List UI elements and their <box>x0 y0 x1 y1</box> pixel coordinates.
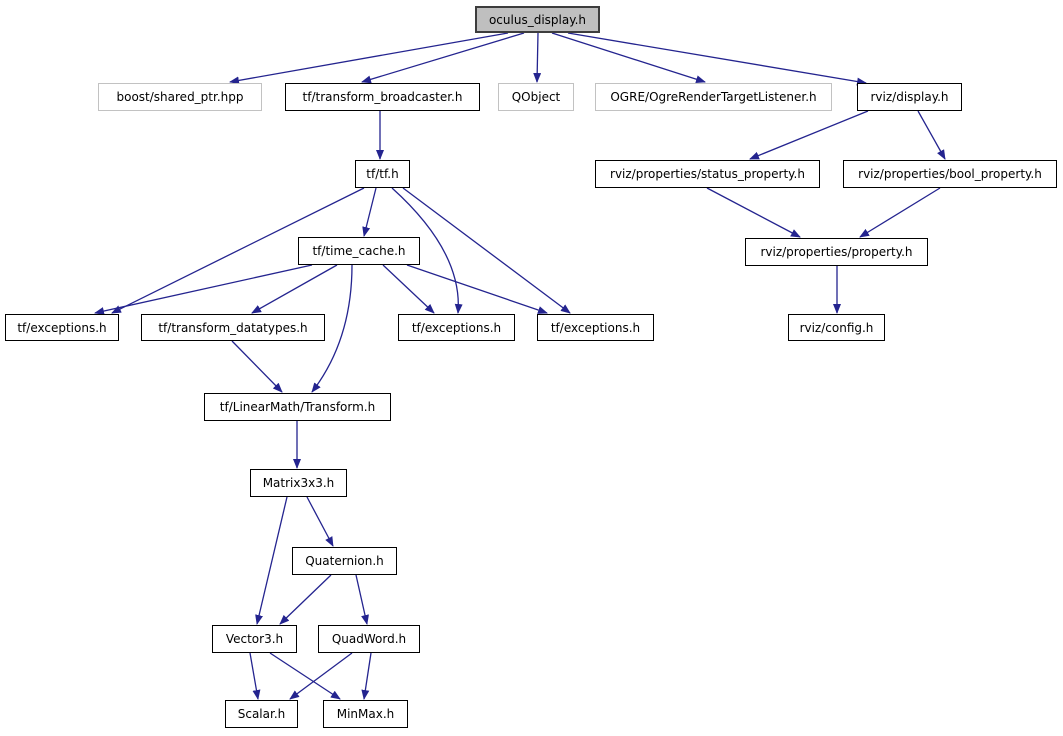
edge-tf_tf-to-tf_exceptions_3 <box>402 187 571 314</box>
edge-tf_tf-to-tf_time_cache <box>362 187 377 237</box>
node-label: tf/LinearMath/Transform.h <box>219 400 376 414</box>
node-tf_tf[interactable]: tf/tf.h <box>355 160 410 188</box>
node-label: rviz/display.h <box>870 90 949 104</box>
node-label: Quaternion.h <box>305 554 384 568</box>
edge-quadword-to-scalar <box>289 652 353 700</box>
edge-quaternion-to-quadword <box>355 574 369 625</box>
node-ogre_rendertargetlistener: OGRE/OgreRenderTargetListener.h <box>595 83 832 111</box>
node-label: QuadWord.h <box>331 632 407 646</box>
edge-vector3-to-minmax <box>269 652 341 700</box>
node-label: tf/time_cache.h <box>312 244 406 258</box>
edge-matrix3x3-to-quaternion <box>306 496 334 547</box>
node-qobject: QObject <box>498 83 574 111</box>
node-scalar[interactable]: Scalar.h <box>225 700 298 728</box>
node-minmax[interactable]: MinMax.h <box>323 700 408 728</box>
node-boost_shared_ptr: boost/shared_ptr.hpp <box>98 83 262 111</box>
node-label: Vector3.h <box>225 632 284 646</box>
edge-vector3-to-scalar <box>249 652 261 700</box>
node-vector3[interactable]: Vector3.h <box>212 625 297 653</box>
edge-tf_time_cache-to-tf_transform_datatypes <box>251 264 338 314</box>
edge-tf_time_cache-to-tf_linearmath_transform <box>311 264 353 393</box>
node-label: Matrix3x3.h <box>262 476 335 490</box>
edge-rviz_status_property-to-rviz_property <box>706 187 801 238</box>
node-label: boost/shared_ptr.hpp <box>116 90 244 104</box>
edge-oculus_display-to-ogre_rendertargetlistener <box>551 32 706 84</box>
node-label: rviz/properties/bool_property.h <box>858 167 1042 181</box>
node-label: tf/exceptions.h <box>550 320 641 335</box>
edge-oculus_display-to-qobject <box>533 32 542 83</box>
edge-matrix3x3-to-vector3 <box>255 496 288 625</box>
node-tf_transform_broadcaster[interactable]: tf/transform_broadcaster.h <box>285 83 480 111</box>
node-oculus_display: oculus_display.h <box>475 6 600 33</box>
edge-tf_time_cache-to-tf_exceptions_2 <box>382 264 435 314</box>
edge-tf_time_cache-to-tf_exceptions_1 <box>94 264 313 315</box>
node-label: rviz/properties/status_property.h <box>610 167 805 181</box>
node-rviz_display[interactable]: rviz/display.h <box>857 83 962 111</box>
edge-oculus_display-to-rviz_display <box>567 32 867 86</box>
edge-rviz_bool_property-to-rviz_property <box>859 187 941 238</box>
edge-rviz_display-to-rviz_bool_property <box>917 110 946 160</box>
edge-oculus_display-to-boost_shared_ptr <box>229 32 509 85</box>
node-label: tf/transform_broadcaster.h <box>302 90 463 104</box>
edge-tf_tf-to-tf_exceptions_1 <box>111 187 365 314</box>
node-tf_exceptions_2[interactable]: tf/exceptions.h <box>398 314 515 341</box>
node-tf_exceptions_1[interactable]: tf/exceptions.h <box>5 314 119 341</box>
node-label: tf/tf.h <box>366 167 399 181</box>
node-tf_exceptions_3[interactable]: tf/exceptions.h <box>537 314 654 341</box>
edge-tf_transform_datatypes-to-tf_linearmath_transform <box>231 340 283 393</box>
edge-rviz_display-to-rviz_status_property <box>749 110 869 160</box>
edge-tf_tf-to-tf_exceptions_2 <box>391 187 463 314</box>
node-quaternion[interactable]: Quaternion.h <box>292 547 397 575</box>
node-rviz_status_property[interactable]: rviz/properties/status_property.h <box>595 160 820 188</box>
edge-quaternion-to-vector3 <box>279 574 332 625</box>
node-rviz_bool_property[interactable]: rviz/properties/bool_property.h <box>843 160 1057 188</box>
node-quadword[interactable]: QuadWord.h <box>318 625 420 653</box>
node-tf_time_cache[interactable]: tf/time_cache.h <box>298 237 420 265</box>
node-matrix3x3[interactable]: Matrix3x3.h <box>250 469 347 497</box>
node-label: Scalar.h <box>237 707 286 721</box>
node-label: tf/transform_datatypes.h <box>158 320 308 335</box>
edge-quadword-to-minmax <box>361 652 372 700</box>
node-label: tf/exceptions.h <box>17 320 107 335</box>
edges-group <box>94 32 946 700</box>
node-label: OGRE/OgreRenderTargetListener.h <box>610 90 817 104</box>
node-label: oculus_display.h <box>488 12 587 27</box>
node-label: rviz/properties/property.h <box>760 245 913 259</box>
node-tf_transform_datatypes[interactable]: tf/transform_datatypes.h <box>141 314 325 341</box>
edge-oculus_display-to-tf_transform_broadcaster <box>361 32 525 84</box>
node-rviz_config[interactable]: rviz/config.h <box>788 314 885 341</box>
node-rviz_property[interactable]: rviz/properties/property.h <box>745 238 928 266</box>
node-label: QObject <box>511 90 561 104</box>
node-label: tf/exceptions.h <box>411 320 502 335</box>
node-tf_linearmath_transform[interactable]: tf/LinearMath/Transform.h <box>204 393 391 421</box>
edge-tf_time_cache-to-tf_exceptions_3 <box>406 264 548 314</box>
node-label: MinMax.h <box>336 707 395 721</box>
node-label: rviz/config.h <box>799 320 874 335</box>
